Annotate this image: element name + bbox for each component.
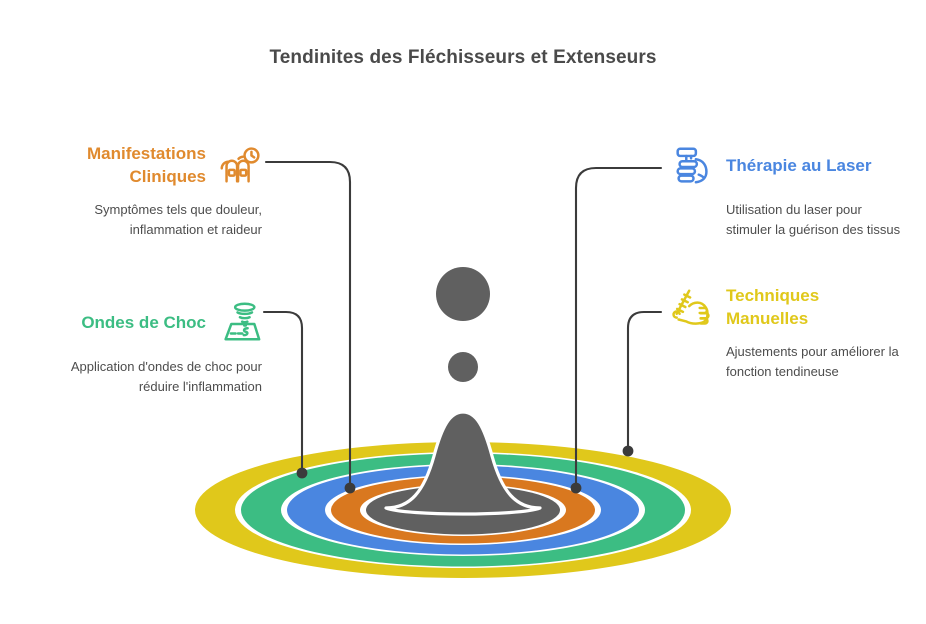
callout-body-manifestations: Symptômes tels que douleur, inflammation… <box>94 202 262 238</box>
hand-manual-tool-icon <box>672 289 710 325</box>
ring-gap-3 <box>325 475 601 545</box>
connector-techniques <box>626 310 663 448</box>
callout-heading-techniques: Techniques Manuelles <box>726 286 820 328</box>
ring-gap-2 <box>281 464 645 556</box>
connector-laser <box>574 166 663 486</box>
hand-laser-device-icon <box>676 147 708 184</box>
cone-peak <box>384 410 542 516</box>
connector-manifestations <box>264 160 352 486</box>
connector-dot-techniques <box>622 445 634 457</box>
ring-center-gray <box>366 485 560 535</box>
callout-body-laser: Utilisation du laser pour stimuler la gu… <box>726 202 901 238</box>
connector-ondes <box>262 310 304 470</box>
callout-heading-manifestations: Manifestations Cliniques <box>86 144 206 186</box>
connector-dot-laser <box>570 482 582 494</box>
ring-blue <box>287 465 639 555</box>
sphere-small <box>448 352 478 382</box>
callout-header-laser: Thérapie au Laser <box>670 143 910 189</box>
callout-manifestations[interactable]: Manifestations Cliniques Symptômes tels … <box>30 143 262 240</box>
ring-yellow <box>195 442 731 578</box>
ring-gap-1 <box>235 452 691 568</box>
callout-body-ondes: Application d'ondes de choc pour réduire… <box>70 359 262 395</box>
ring-green <box>241 453 685 567</box>
callout-header-ondes: Ondes de Choc <box>30 300 262 346</box>
callout-body-techniques: Ajustements pour améliorer la fonction t… <box>726 344 899 380</box>
ring-orange <box>331 476 595 544</box>
callout-header-manifestations: Manifestations Cliniques <box>30 143 262 189</box>
sphere-large <box>436 267 490 321</box>
connector-dot-ondes <box>296 467 308 479</box>
clinic-arches-clock-icon <box>220 147 260 183</box>
shockwave-vortex-icon <box>224 302 261 341</box>
callout-techniques-manuelles[interactable]: Techniques Manuelles Ajustements pour am… <box>670 285 910 382</box>
page-title: Tendinites des Fléchisseurs et Extenseur… <box>269 47 657 68</box>
ring-stack <box>195 442 731 578</box>
callout-heading-ondes: Ondes de Choc <box>81 312 206 332</box>
callout-therapie-laser[interactable]: Thérapie au Laser Utilisation du laser p… <box>670 143 910 240</box>
callout-header-techniques: Techniques Manuelles <box>670 285 910 331</box>
connector-dot-manifestations <box>344 482 356 494</box>
ring-gap-4 <box>360 484 566 536</box>
callout-ondes-de-choc[interactable]: Ondes de Choc Application d'ondes de cho… <box>30 300 262 397</box>
callout-heading-laser: Thérapie au Laser <box>726 155 872 175</box>
